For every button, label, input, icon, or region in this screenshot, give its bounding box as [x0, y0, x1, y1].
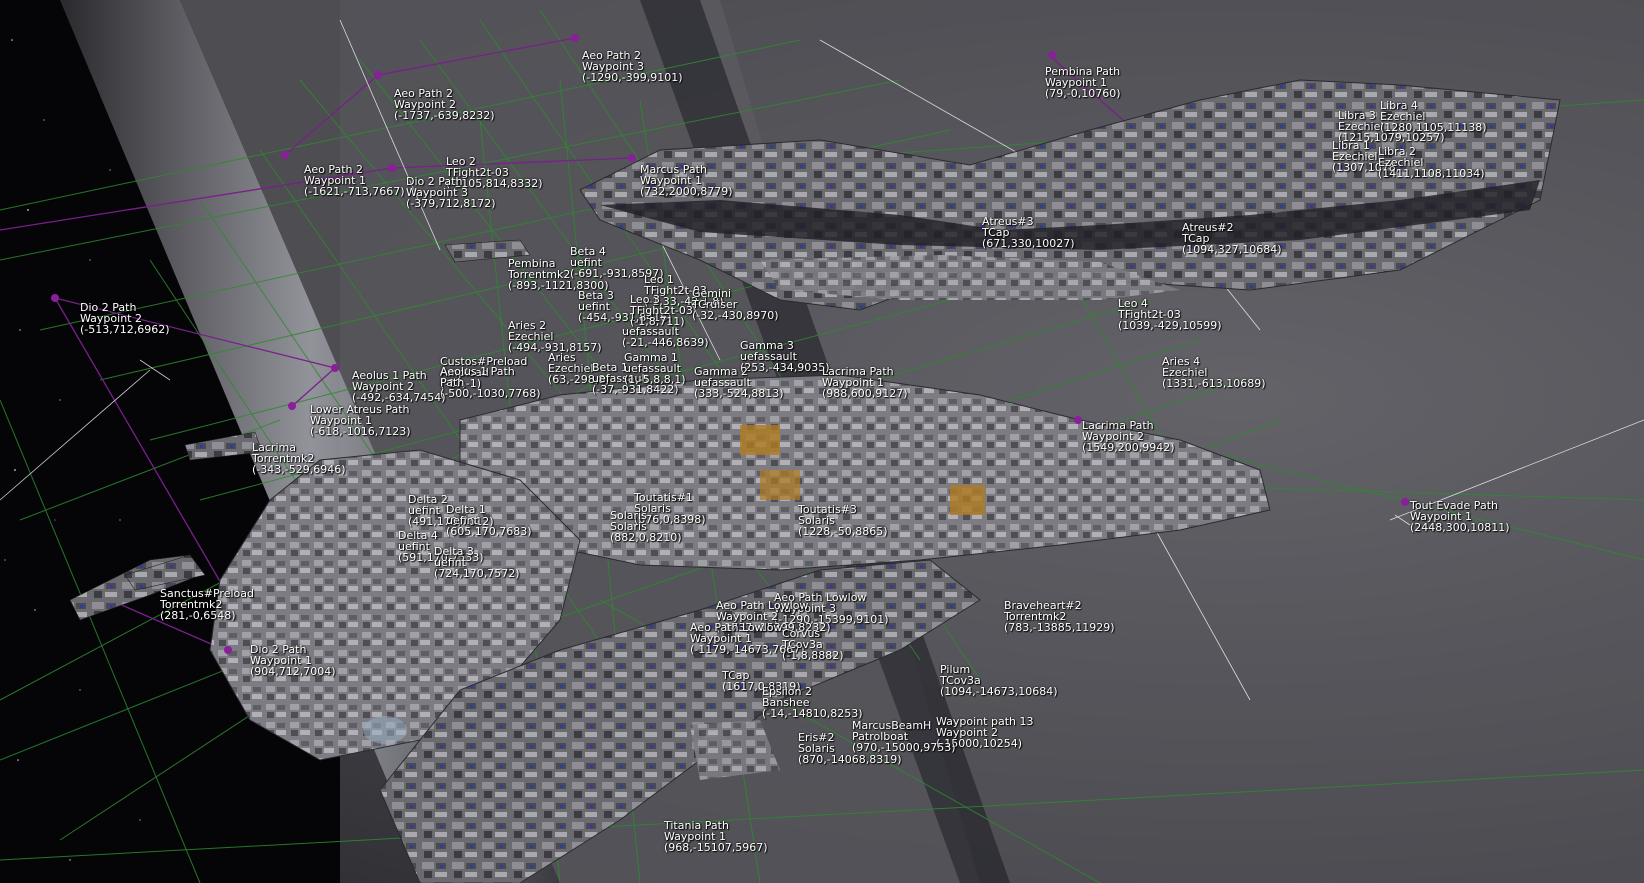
- waypoint-marker[interactable]: [331, 364, 339, 372]
- waypoint-marker[interactable]: [1074, 416, 1082, 424]
- object-label-uefassault[interactable]: uefassault(-21,-446,8639): [622, 325, 709, 349]
- waypoint-marker[interactable]: [1401, 498, 1409, 506]
- waypoint-marker[interactable]: [281, 151, 289, 159]
- fighter-craft[interactable]: [69, 239, 531, 621]
- waypoint-marker[interactable]: [628, 154, 636, 162]
- waypoint-marker[interactable]: [1048, 51, 1056, 59]
- waypoint-marker[interactable]: [388, 164, 396, 172]
- capital-ship-toutatis[interactable]: [459, 374, 1271, 571]
- capital-ship-atreus[interactable]: [579, 79, 1561, 311]
- waypoint-marker[interactable]: [288, 402, 296, 410]
- stars: [4, 39, 191, 861]
- object-label-tcap-lower[interactable]: TCap(1617,0,8319): [722, 669, 801, 693]
- waypoint-marker[interactable]: [374, 71, 382, 79]
- waypoint-marker[interactable]: [571, 34, 579, 42]
- waypoint-marker[interactable]: [224, 646, 232, 654]
- waypoint-marker[interactable]: [51, 294, 59, 302]
- capital-ship-titania[interactable]: [379, 559, 981, 883]
